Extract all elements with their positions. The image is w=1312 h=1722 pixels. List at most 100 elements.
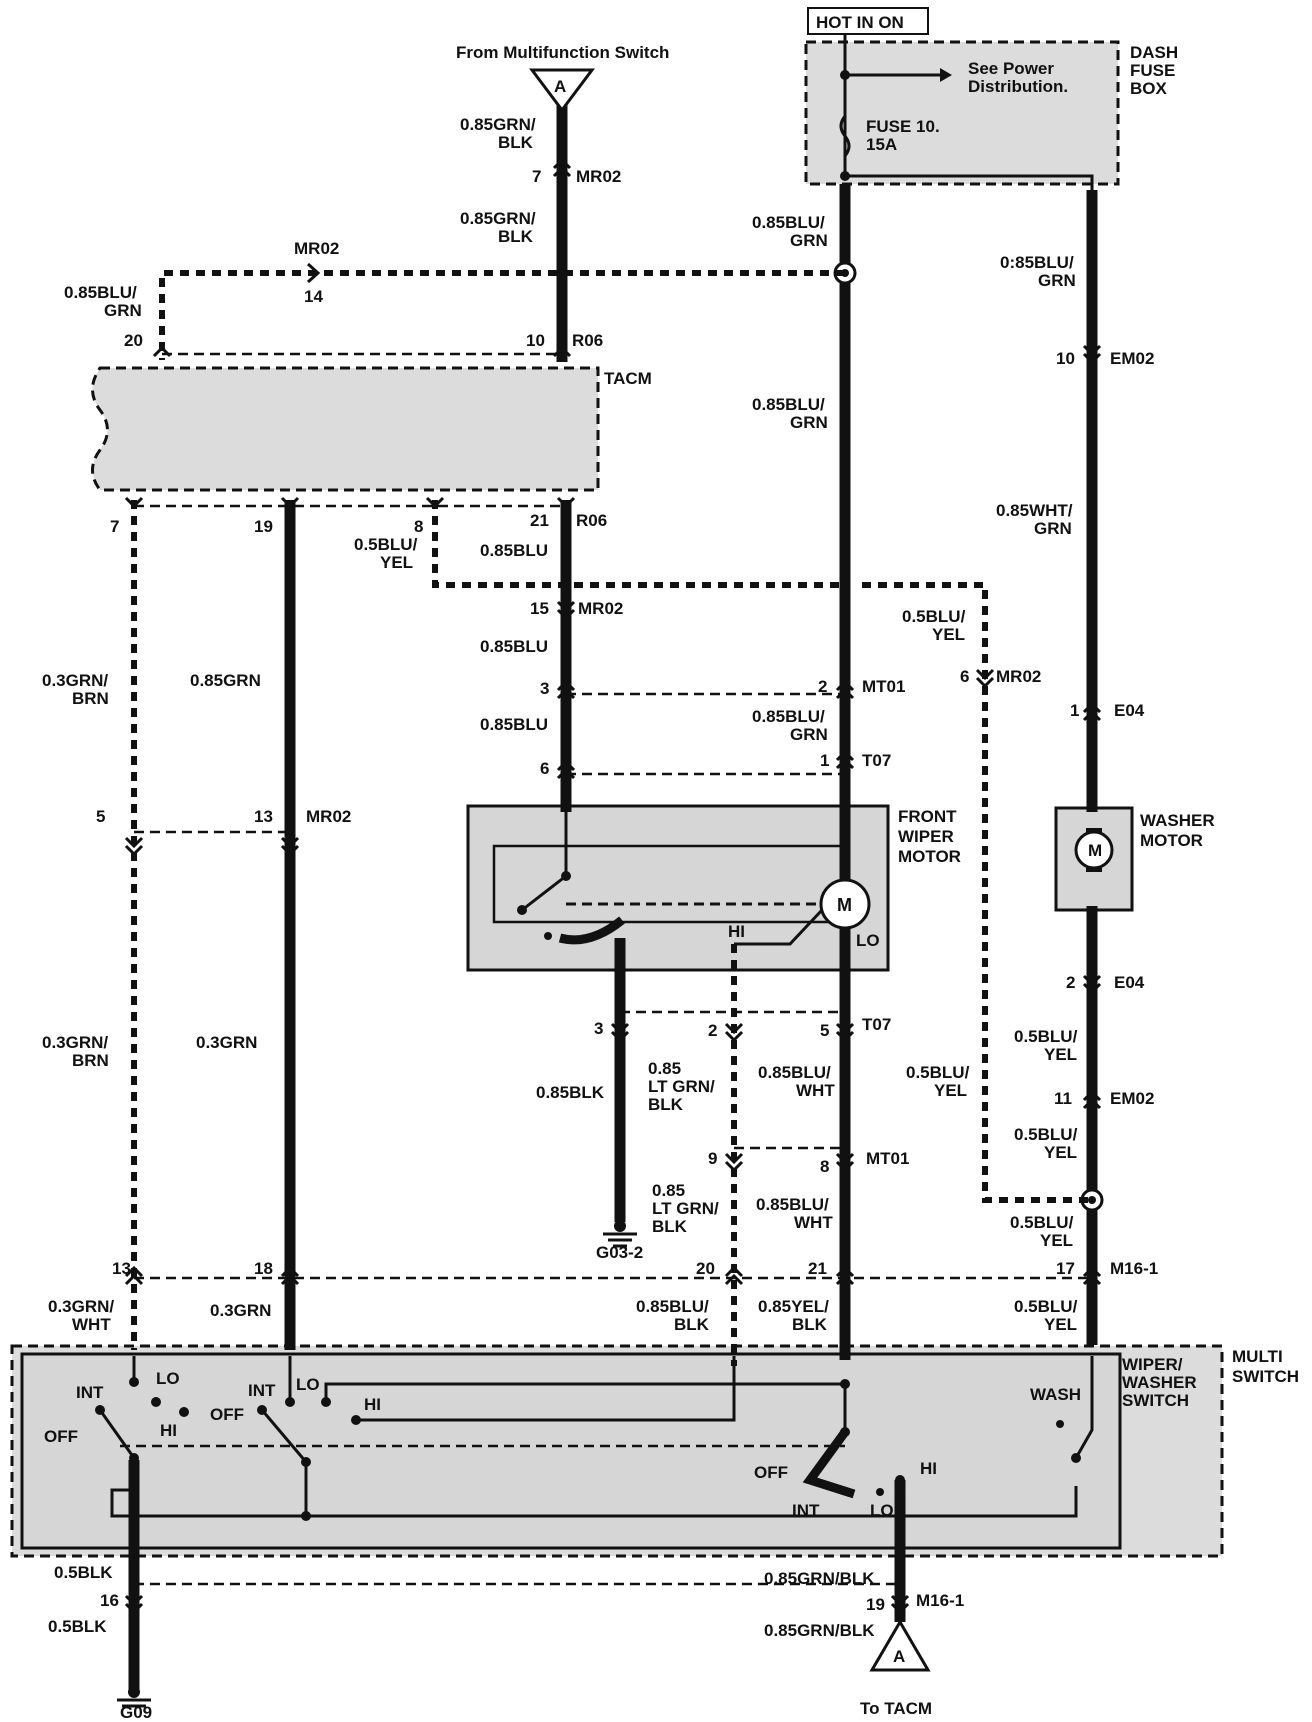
- mt01-8-chevron: [835, 1152, 855, 1173]
- wire-label: 0.85GRN/: [460, 115, 536, 134]
- wire-label: 0.5BLU/: [354, 535, 418, 554]
- dash-label: DASH: [1130, 43, 1178, 62]
- connector-pin-label: 19: [866, 1595, 885, 1614]
- wire-label: BLK: [652, 1217, 688, 1236]
- switch-pos-label: INT: [792, 1501, 820, 1520]
- connector-pin-label: 3: [540, 679, 549, 698]
- wire-label: 0.5BLU/: [1014, 1027, 1078, 1046]
- from-multifunction-label: From Multifunction Switch: [456, 43, 669, 62]
- switch-pos-label: HI: [160, 1421, 177, 1440]
- mr02-6-chevron: [975, 668, 995, 689]
- connector-name-label: M16-1: [916, 1591, 964, 1610]
- switch-label: SWITCH: [1232, 1367, 1299, 1386]
- connector-name-label: MR02: [576, 167, 621, 186]
- connector-pin-label: 7: [110, 517, 119, 536]
- pin-13-chevron: [124, 1265, 144, 1286]
- e04-2-chevron: [1082, 974, 1102, 995]
- switch-pos-label: HI: [920, 1459, 937, 1478]
- wire-labels: 0.85GRN/ BLK 0.85GRN/ BLK 0.85BLU/ GRN 0…: [42, 115, 1078, 1640]
- wire-label: GRN: [1038, 271, 1076, 290]
- ref-letter-bottom: A: [893, 1647, 905, 1666]
- wire-label: 0.85BLU/: [758, 1063, 831, 1082]
- wire-label: 0.3GRN/: [48, 1297, 114, 1316]
- wire-label: 0.5BLU/: [906, 1063, 970, 1082]
- switch-name-label: SWITCH: [1122, 1391, 1189, 1410]
- ref-triangle-top: A: [529, 68, 595, 113]
- connector-pin-label: 8: [820, 1157, 829, 1176]
- wire-label: YEL: [1040, 1231, 1073, 1250]
- tacm-20-chevron: [152, 345, 172, 358]
- wire-label: GRN: [790, 725, 828, 744]
- connector-name-label: MR02: [306, 807, 351, 826]
- motor-label: MOTOR: [898, 847, 961, 866]
- connector-pin-label: 17: [1056, 1259, 1075, 1278]
- wire-label: GRN: [1034, 519, 1072, 538]
- wire-label: 0.3GRN/: [42, 1033, 108, 1052]
- connector-name-label: MT01: [866, 1149, 909, 1168]
- connector-pin-label: 16: [100, 1591, 119, 1610]
- wire-label: 0.85GRN/: [460, 209, 536, 228]
- switch-pos-label: OFF: [754, 1463, 788, 1482]
- motor-lo-label: LO: [856, 931, 880, 950]
- connector-name-label: EM02: [1110, 349, 1154, 368]
- wire-label: BRN: [72, 1051, 109, 1070]
- wire-label: BRN: [72, 689, 109, 708]
- connector-pin-label: 18: [254, 1259, 273, 1278]
- to-tacm-label: To TACM: [860, 1699, 932, 1718]
- front-label: FRONT: [898, 807, 957, 826]
- wire-label: 0.5BLK: [48, 1617, 107, 1636]
- washer-motor-internals: M: [1074, 828, 1114, 872]
- connector-name-label: M16-1: [1110, 1259, 1158, 1278]
- wire-label: 0.5BLU/: [1014, 1297, 1078, 1316]
- wire-label: 0.5BLU/: [1010, 1213, 1074, 1232]
- wiper-motor-symbol: M: [837, 895, 852, 915]
- blu-grn-top-horizontal: [159, 270, 845, 360]
- wire-label: 0.85BLU/: [636, 1297, 709, 1316]
- connector-name-label: MR02: [578, 599, 623, 618]
- connector-name-label: T07: [862, 1015, 891, 1034]
- connector-labels: 7 MR02 MR02 14 20 10 R06 10 EM02 7 19 8 …: [96, 167, 1158, 1614]
- pin-9-chevron: [724, 1152, 744, 1173]
- connector-chevrons: [124, 157, 1102, 1615]
- connector-dashed-links: [134, 352, 1092, 1586]
- tacm-7-chevron: [124, 496, 144, 509]
- washer-switch-label: WASHER: [1122, 1373, 1197, 1392]
- washer-motor-symbol: M: [1088, 841, 1102, 860]
- connector-name-label: MR02: [996, 667, 1041, 686]
- wire-label: 0.85WHT/: [996, 501, 1073, 520]
- switch-pos-label: HI: [364, 1395, 381, 1414]
- wire-label: 0.5BLU/: [902, 607, 966, 626]
- wiper-label: WIPER: [898, 827, 954, 846]
- connector-name-label: R06: [572, 331, 603, 350]
- connector-pin-label: 2: [1066, 973, 1075, 992]
- connector-pin-label: 21: [530, 511, 549, 530]
- wire-label: 0.3GRN: [196, 1033, 257, 1052]
- front-wiper-motor-internals: M HI LO: [517, 812, 880, 950]
- mr02-15-chevron: [556, 600, 576, 621]
- blu-grn-column-wire: [833, 184, 857, 1360]
- wire-label: WHT: [72, 1315, 111, 1334]
- mt01-2-chevron: [835, 679, 855, 700]
- wire-label: BLK: [498, 133, 534, 152]
- pin-16-chevron: [124, 1594, 144, 1615]
- wire-label: 0.85: [652, 1181, 685, 1200]
- wire-label: BLK: [498, 227, 534, 246]
- wire-label: BLK: [648, 1095, 684, 1114]
- ref-triangle-bottom: A: [869, 1619, 931, 1672]
- switch-pos-label: OFF: [210, 1405, 244, 1424]
- tacm-module: [91, 366, 600, 492]
- fuse-feed-wire: [839, 34, 1094, 190]
- wire-label: WHT: [796, 1081, 835, 1100]
- connector-name-label: R06: [576, 511, 607, 530]
- wiper-slash-label: WIPER/: [1122, 1355, 1183, 1374]
- connector-pin-label: 5: [96, 807, 105, 826]
- wire-label: 0.85BLU: [480, 715, 548, 734]
- wire-label: LT GRN/: [648, 1077, 715, 1096]
- t07-5-chevron: [835, 1022, 855, 1043]
- wire-label: 0.85: [648, 1059, 681, 1078]
- wire-label: 0.3GRN/: [42, 671, 108, 690]
- tacm-19-chevron: [280, 496, 300, 509]
- switch-position-labels: INT LO OFF HI INT LO OFF HI OFF INT LO H…: [44, 1369, 1081, 1520]
- power-labels: HOT IN ON See Power Distribution. FUSE 1…: [816, 13, 1178, 154]
- wire-label: YEL: [1044, 1143, 1077, 1162]
